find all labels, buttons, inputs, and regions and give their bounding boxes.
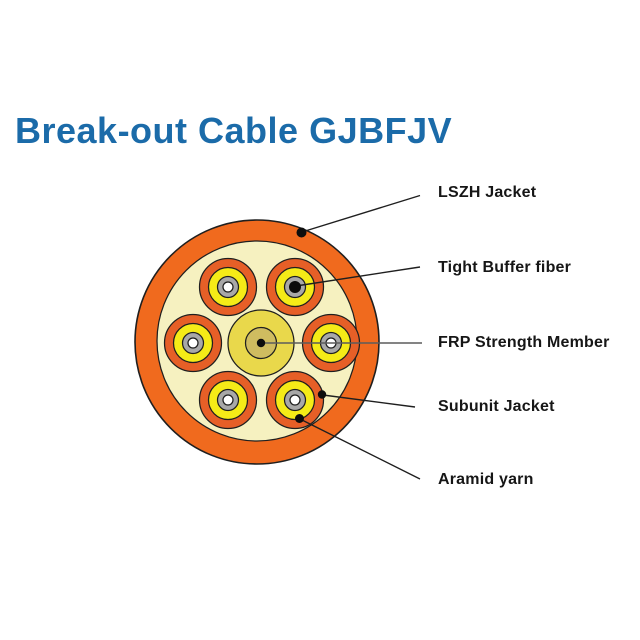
label-subunit-jacket: Subunit Jacket: [438, 398, 555, 415]
label-tight-buffer-fiber: Tight Buffer fiber: [438, 259, 572, 276]
subunit-top-left: [198, 257, 258, 317]
leader-line-subunit-jacket: [317, 390, 416, 408]
leader-line-aramid-yarn: [295, 414, 421, 480]
subunit-bottom-left: [198, 370, 258, 430]
page-title: Break-out Cable GJBFJV: [15, 110, 453, 151]
leader-line-lszh-jacket: [296, 194, 421, 238]
label-lszh-jacket: LSZH Jacket: [438, 184, 537, 201]
leader-line-frp-strength-member: [256, 338, 422, 348]
leader-line-tight-buffer-fiber: [289, 266, 421, 293]
label-frp-strength-member: FRP Strength Member: [438, 334, 610, 351]
subunit-left: [163, 313, 223, 373]
label-aramid-yarn: Aramid yarn: [438, 471, 534, 488]
subunit-bottom-right: [265, 370, 325, 430]
